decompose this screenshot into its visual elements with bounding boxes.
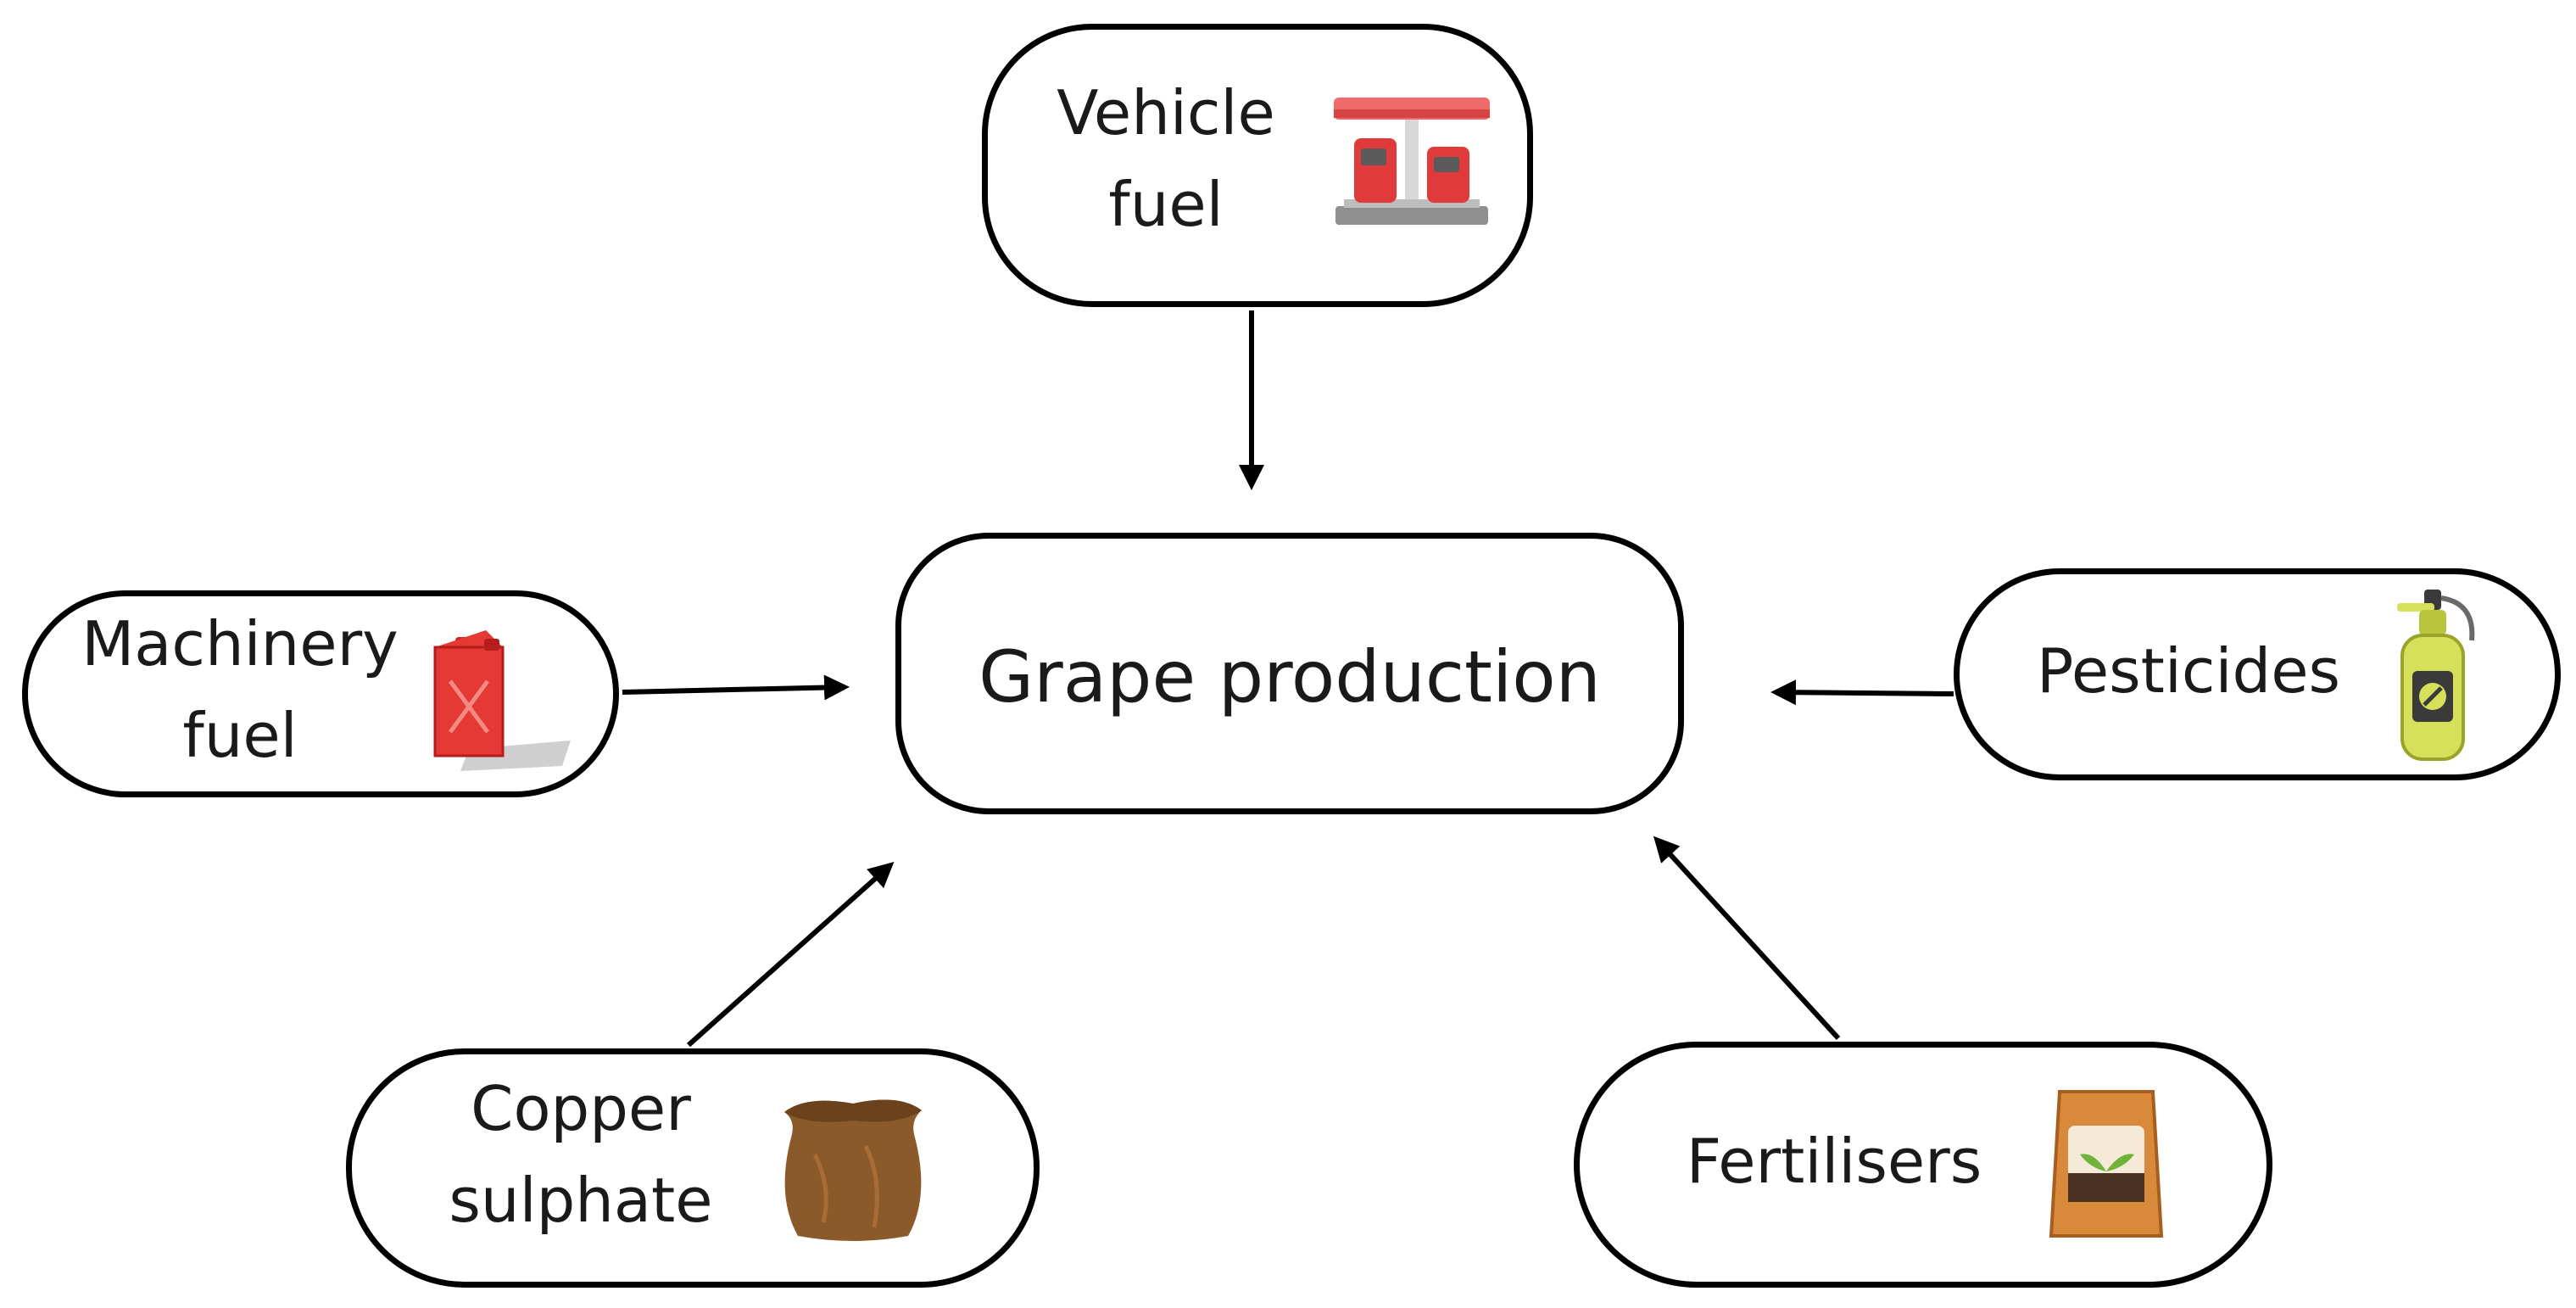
arrow-fertilisers-to-center [1653,836,1841,1041]
vehicle-fuel-label-line-2: fuel [1108,169,1224,240]
center-node-grape-production: Grape production [895,533,1684,814]
center-node-label: Grape production [979,635,1601,718]
copper-sulphate-label-line-1: Copper [471,1073,691,1144]
input-node-copper-sulphate: Copper sulphate [346,1048,1040,1288]
arrow-copper-to-center [687,862,895,1048]
fertilisers-label: Fertilisers [1656,1115,2012,1207]
pesticides-label-line-1: Pesticides [2037,635,2340,707]
arrow-machinery-to-center [622,674,850,701]
jerry-can-icon [433,630,571,771]
vehicle-fuel-label: Vehicle fuel [1022,67,1310,250]
fuel-station-icon [1334,98,1490,225]
vehicle-fuel-label-line-1: Vehicle [1057,77,1275,148]
arrow-pesticides-to-center [1770,679,1954,706]
machinery-fuel-label-line-1: Machinery [81,608,399,679]
input-node-fertilisers: Fertilisers [1574,1042,2272,1288]
fertiliser-bag-icon [2049,1090,2164,1238]
copper-sulphate-label: Copper sulphate [411,1063,750,1246]
sack-icon [784,1099,922,1241]
input-node-vehicle-fuel: Vehicle fuel [982,24,1533,307]
input-node-machinery-fuel: Machinery fuel [22,590,619,797]
copper-sulphate-label-line-2: sulphate [449,1165,713,1236]
fertilisers-label-line-1: Fertilisers [1686,1126,1982,1197]
input-node-pesticides: Pesticides [1954,568,2561,780]
machinery-fuel-label: Machinery fuel [62,598,418,781]
spray-bottle-icon [2397,590,2475,761]
machinery-fuel-label-line-2: fuel [182,700,298,771]
pesticides-label: Pesticides [2019,625,2358,717]
